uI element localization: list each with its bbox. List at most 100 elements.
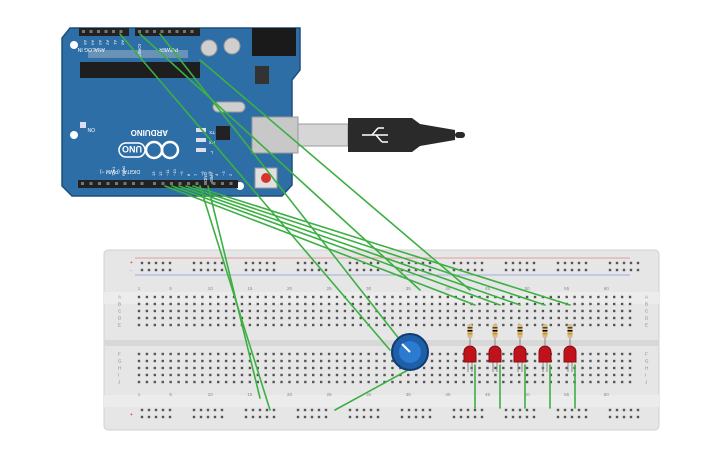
- hole[interactable]: [312, 366, 315, 370]
- rail-hole[interactable]: [577, 261, 581, 265]
- hole[interactable]: [620, 359, 624, 363]
- hole[interactable]: [589, 316, 592, 320]
- usb-cable[interactable]: [297, 118, 465, 152]
- hole[interactable]: [327, 295, 331, 299]
- rail-hole[interactable]: [636, 415, 640, 419]
- hole[interactable]: [620, 302, 624, 306]
- hole[interactable]: [422, 366, 426, 370]
- hole[interactable]: [137, 352, 141, 356]
- hole[interactable]: [312, 373, 315, 377]
- hole[interactable]: [549, 366, 553, 370]
- hole[interactable]: [161, 366, 164, 370]
- hole[interactable]: [620, 316, 624, 320]
- hole[interactable]: [597, 359, 600, 363]
- hole[interactable]: [169, 316, 172, 320]
- hole[interactable]: [517, 309, 521, 313]
- hole[interactable]: [304, 302, 307, 306]
- hole[interactable]: [549, 316, 553, 320]
- hole[interactable]: [533, 373, 537, 377]
- hole[interactable]: [312, 352, 315, 356]
- hole[interactable]: [232, 302, 236, 306]
- hole[interactable]: [185, 366, 188, 370]
- hole[interactable]: [217, 373, 220, 377]
- hole[interactable]: [232, 316, 236, 320]
- rail-hole[interactable]: [355, 268, 359, 272]
- hole[interactable]: [280, 302, 283, 306]
- hole[interactable]: [430, 366, 434, 370]
- hole[interactable]: [343, 366, 347, 370]
- hole[interactable]: [533, 316, 537, 320]
- hole[interactable]: [335, 359, 339, 363]
- hole[interactable]: [605, 302, 608, 306]
- hole[interactable]: [462, 366, 465, 370]
- rail-hole[interactable]: [220, 408, 224, 412]
- rail-hole[interactable]: [272, 415, 276, 419]
- hole[interactable]: [573, 323, 576, 327]
- hole[interactable]: [375, 302, 378, 306]
- rail-hole[interactable]: [563, 268, 567, 272]
- hole[interactable]: [296, 380, 299, 384]
- hole[interactable]: [407, 380, 410, 384]
- hole[interactable]: [185, 309, 188, 313]
- rail-hole[interactable]: [400, 415, 404, 419]
- hole[interactable]: [597, 295, 600, 299]
- header-pin[interactable]: [160, 30, 164, 33]
- hole[interactable]: [533, 366, 537, 370]
- rail-hole[interactable]: [466, 261, 470, 265]
- hole[interactable]: [383, 373, 386, 377]
- hole[interactable]: [280, 309, 283, 313]
- hole[interactable]: [628, 316, 632, 320]
- hole[interactable]: [454, 352, 457, 356]
- hole[interactable]: [296, 316, 299, 320]
- hole[interactable]: [335, 380, 339, 384]
- rail-hole[interactable]: [272, 268, 276, 272]
- hole[interactable]: [217, 316, 220, 320]
- hole[interactable]: [430, 359, 434, 363]
- rail-hole[interactable]: [244, 415, 248, 419]
- hole[interactable]: [343, 316, 347, 320]
- rail-hole[interactable]: [244, 261, 248, 265]
- hole[interactable]: [438, 302, 442, 306]
- rail-hole[interactable]: [220, 268, 224, 272]
- rail-hole[interactable]: [213, 408, 217, 412]
- hole[interactable]: [525, 366, 529, 370]
- rail-hole[interactable]: [258, 408, 262, 412]
- hole[interactable]: [605, 380, 608, 384]
- hole[interactable]: [502, 316, 505, 320]
- rail-hole[interactable]: [466, 408, 470, 412]
- hole[interactable]: [454, 366, 457, 370]
- hole[interactable]: [240, 309, 244, 313]
- hole[interactable]: [565, 373, 568, 377]
- hole[interactable]: [557, 302, 560, 306]
- rail-hole[interactable]: [296, 268, 300, 272]
- hole[interactable]: [573, 302, 576, 306]
- hole[interactable]: [185, 302, 188, 306]
- led[interactable]: [538, 345, 552, 363]
- hole[interactable]: [359, 323, 362, 327]
- hole[interactable]: [486, 309, 489, 313]
- hole[interactable]: [240, 359, 244, 363]
- rail-hole[interactable]: [407, 268, 411, 272]
- hole[interactable]: [359, 302, 362, 306]
- hole[interactable]: [145, 295, 149, 299]
- rail-hole[interactable]: [154, 415, 158, 419]
- hole[interactable]: [510, 309, 513, 313]
- hole[interactable]: [422, 380, 426, 384]
- rail-hole[interactable]: [622, 261, 626, 265]
- rail-hole[interactable]: [376, 408, 380, 412]
- rail-hole[interactable]: [473, 261, 477, 265]
- rail-hole[interactable]: [140, 261, 144, 265]
- hole[interactable]: [565, 366, 568, 370]
- rail-hole[interactable]: [636, 268, 640, 272]
- rail-hole[interactable]: [577, 268, 581, 272]
- hole[interactable]: [478, 309, 481, 313]
- hole[interactable]: [415, 373, 418, 377]
- hole[interactable]: [272, 316, 275, 320]
- hole[interactable]: [430, 373, 434, 377]
- hole[interactable]: [232, 323, 236, 327]
- hole[interactable]: [161, 373, 164, 377]
- rail-hole[interactable]: [355, 408, 359, 412]
- hole[interactable]: [486, 380, 489, 384]
- hole[interactable]: [137, 309, 141, 313]
- rail-hole[interactable]: [414, 268, 418, 272]
